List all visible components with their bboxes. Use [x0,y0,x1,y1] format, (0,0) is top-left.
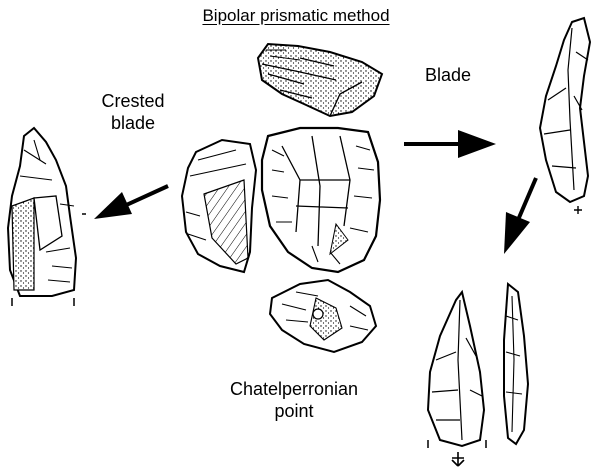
chatelperronian-point-icon [428,284,528,466]
bottom-flake-icon [270,280,376,352]
arrow-to-crested-blade-icon [94,186,168,219]
blade-icon [540,18,590,214]
top-flake-icon [258,44,382,116]
arrow-to-point-icon [504,178,536,254]
crested-blade-icon [8,128,86,306]
arrow-to-blade-icon [404,130,496,158]
core-center-icon [262,128,380,272]
core-left-face-icon [182,140,256,272]
